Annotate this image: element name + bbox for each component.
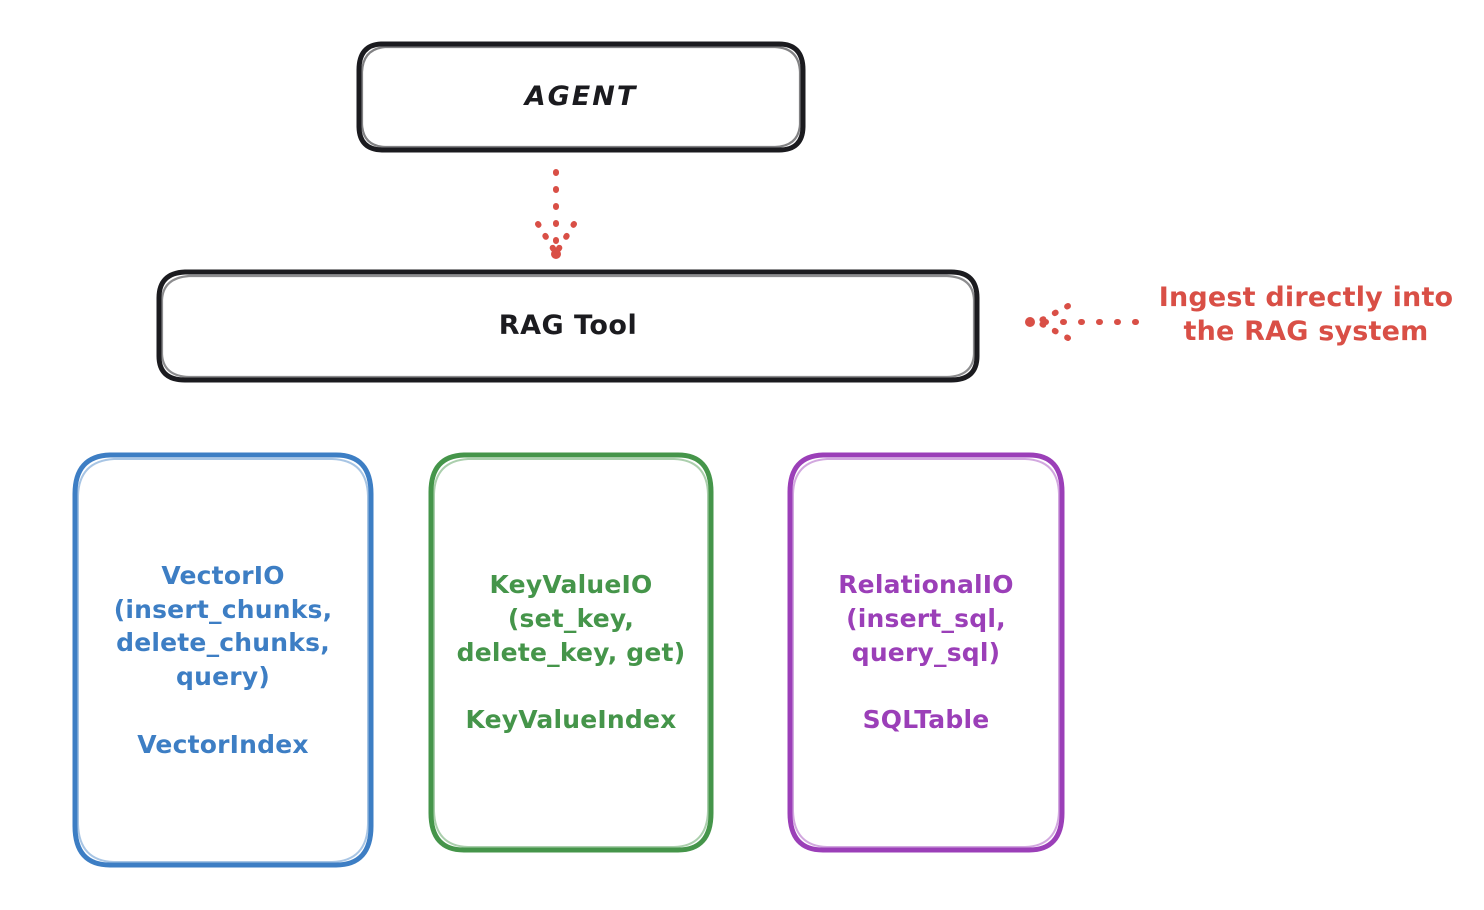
relational-io-label: RelationalIO (insert_sql, query_sql) SQL… bbox=[838, 570, 1014, 735]
node-relational-io[interactable]: RelationalIO (insert_sql, query_sql) SQL… bbox=[785, 450, 1067, 855]
node-agent[interactable]: AGENT bbox=[355, 40, 807, 154]
vector-io-label: VectorIO (insert_chunks, delete_chunks, … bbox=[113, 560, 333, 759]
node-vector-io[interactable]: VectorIO (insert_chunks, delete_chunks, … bbox=[70, 450, 376, 870]
node-rag-tool[interactable]: RAG Tool bbox=[155, 268, 981, 384]
agent-label: AGENT bbox=[524, 80, 638, 112]
arrow-ingest-to-rag-tool bbox=[1025, 303, 1139, 341]
key-value-io-label: KeyValueIO (set_key, delete_key, get) Ke… bbox=[456, 570, 686, 735]
rag-tool-label: RAG Tool bbox=[498, 309, 638, 341]
annotation-ingest: Ingest directly into the RAG system bbox=[1158, 282, 1454, 347]
arrow-agent-to-rag-tool bbox=[535, 169, 577, 259]
node-key-value-io[interactable]: KeyValueIO (set_key, delete_key, get) Ke… bbox=[426, 450, 716, 855]
